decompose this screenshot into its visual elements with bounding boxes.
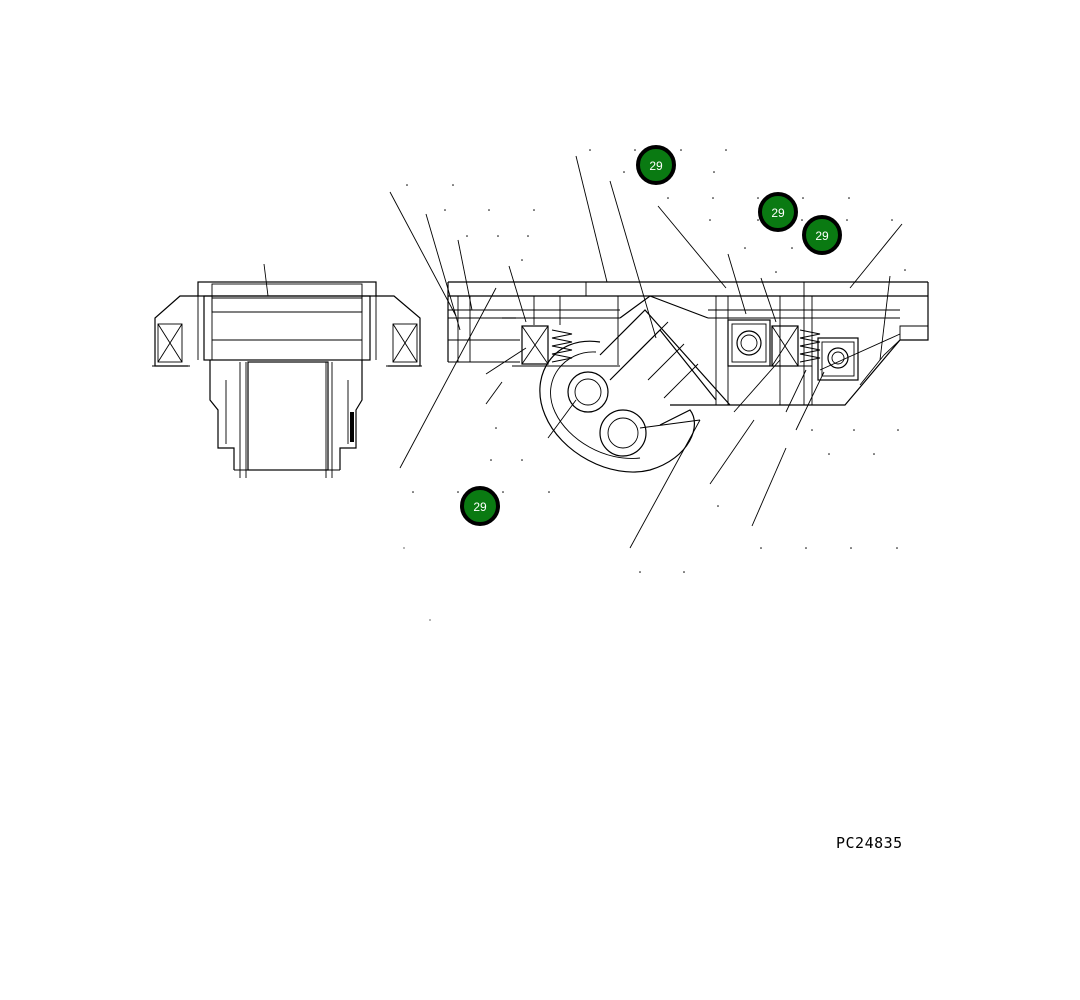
end-view-assembly <box>152 263 422 478</box>
side-view-frame <box>447 281 929 473</box>
callout-3[interactable]: 29 <box>802 215 842 255</box>
figure-id: PC24835 <box>836 834 903 852</box>
callout-4[interactable]: 29 <box>460 486 500 526</box>
callout-circle[interactable] <box>636 145 676 185</box>
callout-1[interactable]: 29 <box>636 145 676 185</box>
callout-circle[interactable] <box>802 215 842 255</box>
callout-circle[interactable] <box>758 192 798 232</box>
callout-2[interactable]: 29 <box>758 192 798 232</box>
label-ticks <box>403 149 906 621</box>
leader-lines <box>389 155 903 549</box>
callout-circle[interactable] <box>460 486 500 526</box>
